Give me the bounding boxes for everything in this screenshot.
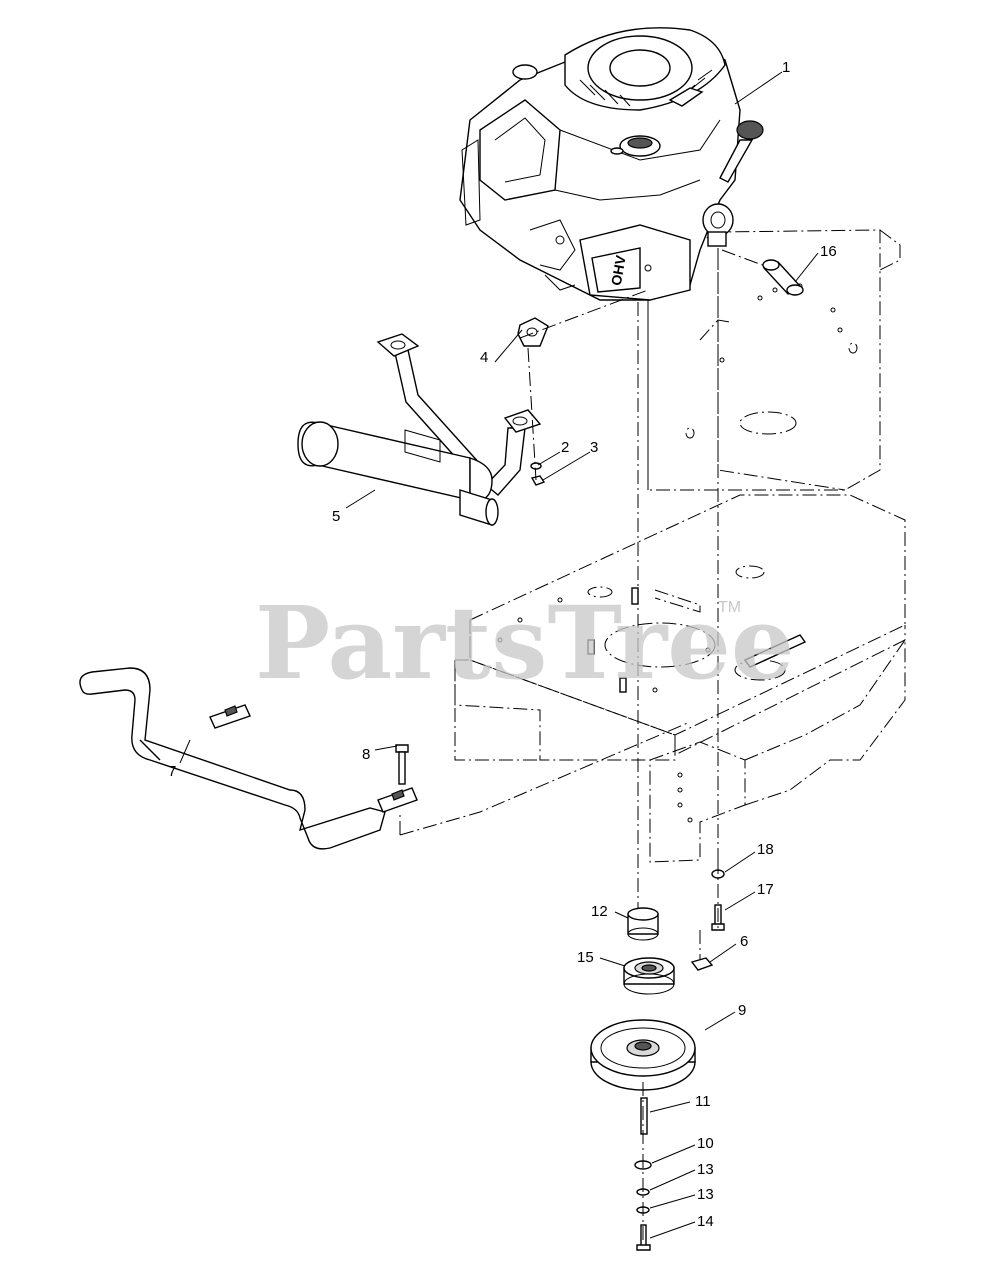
callout-5: 5 [332,508,340,525]
engine: OHV [459,27,764,912]
callout-labels: 1 2 3 4 5 6 7 8 9 10 11 12 13 13 14 15 1… [168,59,837,1230]
watermark-trademark: TM [718,599,741,616]
pulley-stack [590,860,725,1251]
frame-phantom [399,229,906,863]
callout-4: 4 [480,349,488,366]
handle-bar [79,667,418,850]
callout-11: 11 [695,1093,711,1110]
fuel-filter [717,248,804,860]
callout-13b: 13 [697,1186,714,1203]
callout-12: 12 [591,903,608,920]
callout-18: 18 [757,841,774,858]
muffler-assembly [297,289,649,526]
callout-7: 7 [168,763,176,780]
callout-8: 8 [362,746,370,763]
watermark: PartsTree TM [255,584,795,702]
callout-10: 10 [697,1135,714,1152]
callout-1: 1 [782,59,790,76]
callout-16: 16 [820,243,837,260]
callout-2: 2 [561,439,569,456]
callout-6: 6 [740,933,748,950]
callout-14: 14 [697,1213,714,1230]
watermark-text: PartsTree [255,584,795,702]
callout-3: 3 [590,439,598,456]
engine-stamp: OHV [608,253,629,286]
callout-13a: 13 [697,1161,714,1178]
leader-lines [179,71,819,1239]
callout-15: 15 [577,949,594,966]
callout-17: 17 [757,881,774,898]
callout-9: 9 [738,1002,746,1019]
